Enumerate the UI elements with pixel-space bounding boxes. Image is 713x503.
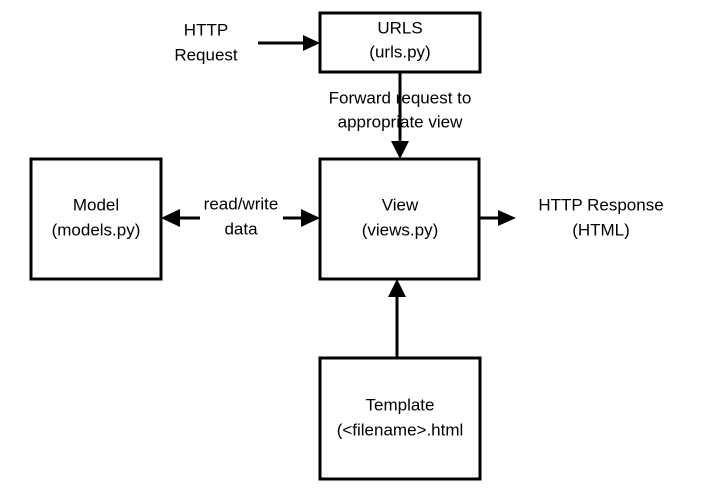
edge-template-to-view	[388, 279, 406, 358]
edge-request-to-urls	[258, 35, 320, 51]
arrow-head-right-icon	[303, 35, 320, 51]
node-template-box[interactable]	[318, 356, 482, 481]
arrow-head-down-icon	[391, 141, 409, 159]
node-template[interactable]: Template (<filename>.html	[318, 356, 482, 481]
node-model-title: Model	[73, 195, 119, 214]
node-urls-subtitle: (urls.py)	[369, 42, 430, 61]
node-model-subtitle: (models.py)	[52, 220, 141, 239]
node-urls[interactable]: URLS (urls.py)	[318, 11, 482, 74]
node-model[interactable]: Model (models.py)	[29, 157, 163, 281]
label-forward-request: Forward request to appropriate view	[329, 88, 472, 131]
label-http-response-line1: HTTP Response	[538, 195, 663, 214]
label-forward-request-line1: Forward request to	[329, 88, 472, 107]
node-urls-box[interactable]	[318, 11, 482, 74]
node-view-title: View	[382, 195, 419, 214]
node-view-subtitle: (views.py)	[362, 220, 439, 239]
label-http-response: HTTP Response (HTML)	[538, 195, 663, 239]
label-http-request: HTTP Request	[174, 20, 238, 64]
edge-view-to-model	[161, 209, 200, 227]
node-template-subtitle: (<filename>.html	[337, 420, 464, 439]
edge-view-to-response	[479, 210, 516, 226]
arrow-head-right-icon	[498, 210, 516, 226]
edge-model-to-view	[283, 209, 320, 227]
node-urls-title: URLS	[377, 18, 422, 37]
node-template-title: Template	[366, 395, 435, 414]
node-view-box[interactable]	[318, 157, 481, 281]
node-model-box[interactable]	[29, 157, 163, 281]
node-view[interactable]: View (views.py)	[318, 157, 481, 281]
arrow-head-left-icon	[161, 209, 180, 227]
edge-urls-to-view	[391, 72, 409, 159]
label-http-request-line1: HTTP	[184, 20, 228, 39]
arrow-head-up-icon	[388, 279, 406, 297]
arrow-head-right-icon	[301, 209, 320, 227]
label-http-response-line2: (HTML)	[572, 220, 630, 239]
label-read-write-data: read/write data	[204, 194, 279, 238]
label-http-request-line2: Request	[174, 45, 238, 64]
label-read-write-line1: read/write	[204, 194, 279, 213]
label-read-write-line2: data	[224, 219, 258, 238]
label-forward-request-line2: appropriate view	[338, 112, 463, 131]
